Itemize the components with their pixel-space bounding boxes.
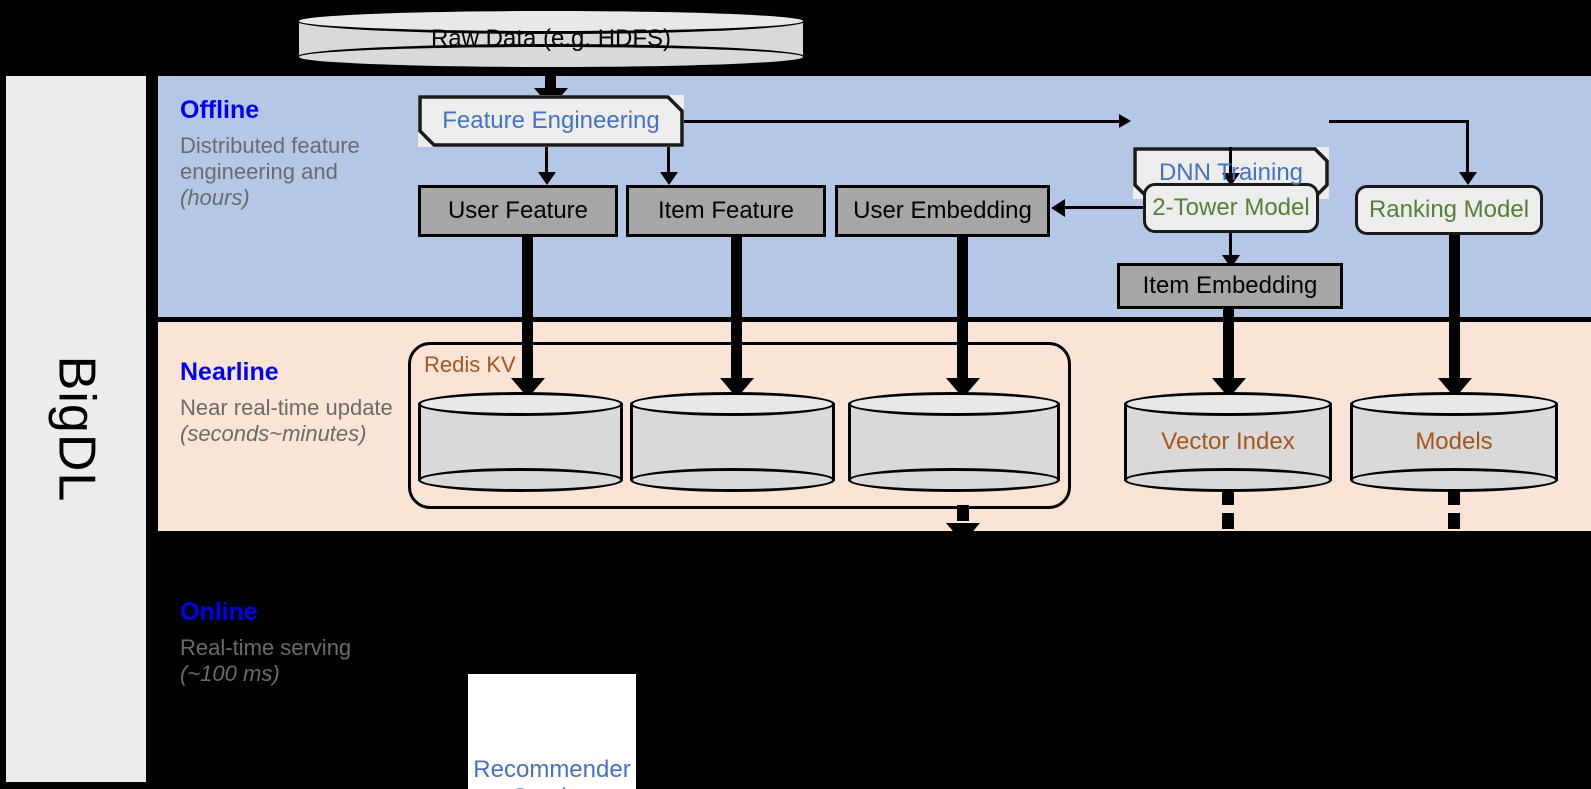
dnn-training-label: DNN Training	[1158, 159, 1304, 186]
cylinder-bottom	[630, 468, 835, 492]
online-tier-label: Online Real-time serving (~100 ms)	[180, 598, 395, 687]
ranking-model-node[interactable]: Ranking Model	[1355, 185, 1543, 235]
offline-title: Offline	[180, 96, 260, 124]
cylinder-bottom	[1124, 468, 1332, 492]
cylinder-top	[1124, 392, 1332, 416]
bigdl-framework-rail: BigDL	[6, 76, 146, 782]
line-dnn-to-ranking-h	[1329, 120, 1469, 123]
item-feature-store[interactable]: Item Feature	[626, 185, 826, 237]
line-fe-to-item-feature	[667, 147, 670, 175]
cylinder-top	[296, 8, 806, 34]
nearline-title: Nearline	[180, 358, 279, 386]
arrow-fe-to-dnn-head	[1119, 114, 1131, 128]
offline-description: Distributed feature engineering and (hou…	[180, 133, 360, 210]
pipe-item-feature-to-redis	[731, 237, 742, 382]
redis-kv-label: Redis KV	[424, 352, 516, 377]
line-two-tower-to-user-embedding	[1065, 206, 1145, 209]
line-dnn-to-two-tower	[1229, 147, 1232, 177]
arrow-dnn-to-ranking-head	[1459, 172, 1477, 185]
vector-index-store[interactable]: Vector Index	[1124, 392, 1332, 492]
raw-data-store: Raw Data (e.g. HDFS)	[296, 8, 806, 70]
arrow-rawdata-fe-line	[545, 70, 556, 92]
online-tier-panel	[158, 536, 1591, 789]
item-embedding-store[interactable]: Item Embedding	[1117, 263, 1343, 309]
user-embedding-store[interactable]: User Embedding	[835, 185, 1050, 237]
ranking-model-label: Ranking Model	[1368, 196, 1530, 223]
cylinder-bottom	[848, 468, 1060, 492]
redis-kv-container	[408, 342, 1071, 509]
redis-cylinder-3[interactable]	[848, 392, 1060, 492]
cylinder-bottom	[418, 468, 623, 492]
pipe-user-feature-to-redis	[522, 237, 533, 382]
line-two-tower-to-item-embedding	[1229, 233, 1232, 260]
pipe-ranking-model-to-models	[1449, 235, 1460, 382]
vector-index-label: Vector Index	[1161, 428, 1295, 455]
cylinder-top	[1350, 392, 1558, 416]
dash-models-2	[1448, 513, 1460, 529]
user-embedding-label: User Embedding	[853, 197, 1032, 224]
cylinder-bottom	[296, 44, 806, 70]
dash-vector-index-2	[1222, 513, 1234, 529]
nearline-description: Near real-time update (seconds~minutes)	[180, 395, 393, 446]
redis-cylinder-1[interactable]	[418, 392, 623, 492]
online-title: Online	[180, 598, 258, 626]
cylinder-top	[630, 392, 835, 416]
pipe-item-embedding-to-vector-index	[1223, 309, 1234, 382]
two-tower-model-node[interactable]: 2-Tower Model	[1143, 183, 1319, 233]
redis-cylinder-2[interactable]	[630, 392, 835, 492]
arrow-two-tower-to-user-embedding-head	[1051, 199, 1065, 217]
cylinder-body	[1124, 403, 1332, 481]
item-feature-label: Item Feature	[657, 197, 795, 224]
bigdl-text: BigDL	[47, 355, 106, 503]
line-fe-to-dnn	[684, 120, 1119, 123]
user-feature-label: User Feature	[447, 197, 589, 224]
notched-shape	[418, 95, 684, 147]
models-label: Models	[1415, 428, 1493, 455]
cylinder-top	[418, 392, 623, 416]
online-description: Real-time serving (~100 ms)	[180, 635, 352, 686]
cylinder-bottom	[1350, 468, 1558, 492]
models-store[interactable]: Models	[1350, 392, 1558, 492]
offline-tier-label: Offline Distributed feature engineering …	[180, 96, 395, 211]
feature-engineering-node[interactable]: Feature Engineering	[418, 95, 684, 147]
item-embedding-label: Item Embedding	[1142, 272, 1318, 299]
arrow-dnn-to-two-tower-head	[1222, 173, 1240, 186]
raw-data-label: Raw Data (e.g. HDFS)	[430, 25, 672, 52]
recommender-service-label: Recommender Service	[473, 755, 631, 789]
bigdl-label: BigDL	[6, 76, 146, 782]
cylinder-top	[848, 392, 1060, 416]
nearline-tier-label: Nearline Near real-time update (seconds~…	[180, 358, 395, 447]
dash-redis-to-feature-service	[957, 505, 969, 521]
feature-engineering-label: Feature Engineering	[442, 107, 660, 134]
user-feature-store[interactable]: User Feature	[418, 185, 618, 237]
arrow-fe-to-user-feature-head	[538, 172, 556, 185]
two-tower-model-label: 2-Tower Model	[1152, 194, 1310, 221]
line-fe-to-user-feature	[545, 147, 548, 175]
dash-vector-index-1	[1222, 489, 1234, 505]
line-dnn-to-ranking-v	[1466, 120, 1469, 175]
arrow-fe-to-item-feature-head	[660, 172, 678, 185]
pipe-user-embedding-to-redis	[957, 237, 968, 382]
dash-models-1	[1448, 489, 1460, 505]
arrow-redis-to-feature-service	[946, 523, 980, 543]
recommender-service-node[interactable]: Recommender Service	[468, 674, 636, 789]
